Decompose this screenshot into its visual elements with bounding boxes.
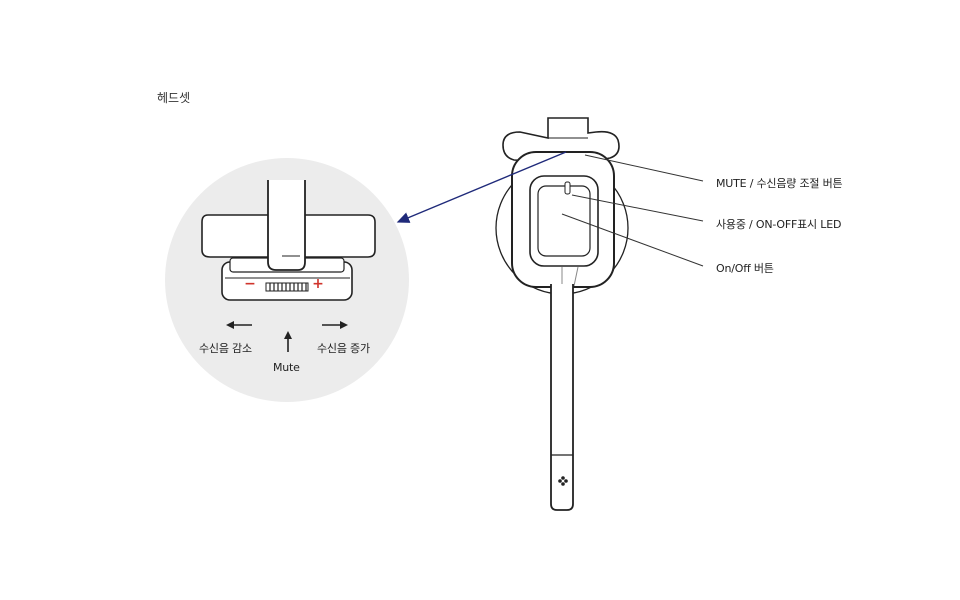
mute-label: Mute xyxy=(273,361,300,374)
volume-up-label: 수신음 증가 xyxy=(317,342,370,355)
volume-wheel xyxy=(265,282,309,292)
callout-in-use-led: 사용중 / ON-OFF표시 LED xyxy=(716,218,842,231)
headset-illustration xyxy=(495,117,629,511)
volume-down-label: 수신음 감소 xyxy=(199,342,252,355)
leader-led xyxy=(571,194,704,222)
callout-mute-volume: MUTE / 수신음량 조절 버튼 xyxy=(716,177,843,190)
page-title: 헤드셋 xyxy=(157,91,191,105)
zoom-headset-detail xyxy=(201,180,376,352)
zoom-pointer-arrow xyxy=(396,151,567,223)
leader-mute-volume xyxy=(584,154,704,182)
leader-on-off xyxy=(561,213,704,267)
callout-on-off: On/Off 버튼 xyxy=(716,262,774,275)
minus-sign: − xyxy=(244,276,256,292)
plus-sign: + xyxy=(312,276,324,292)
